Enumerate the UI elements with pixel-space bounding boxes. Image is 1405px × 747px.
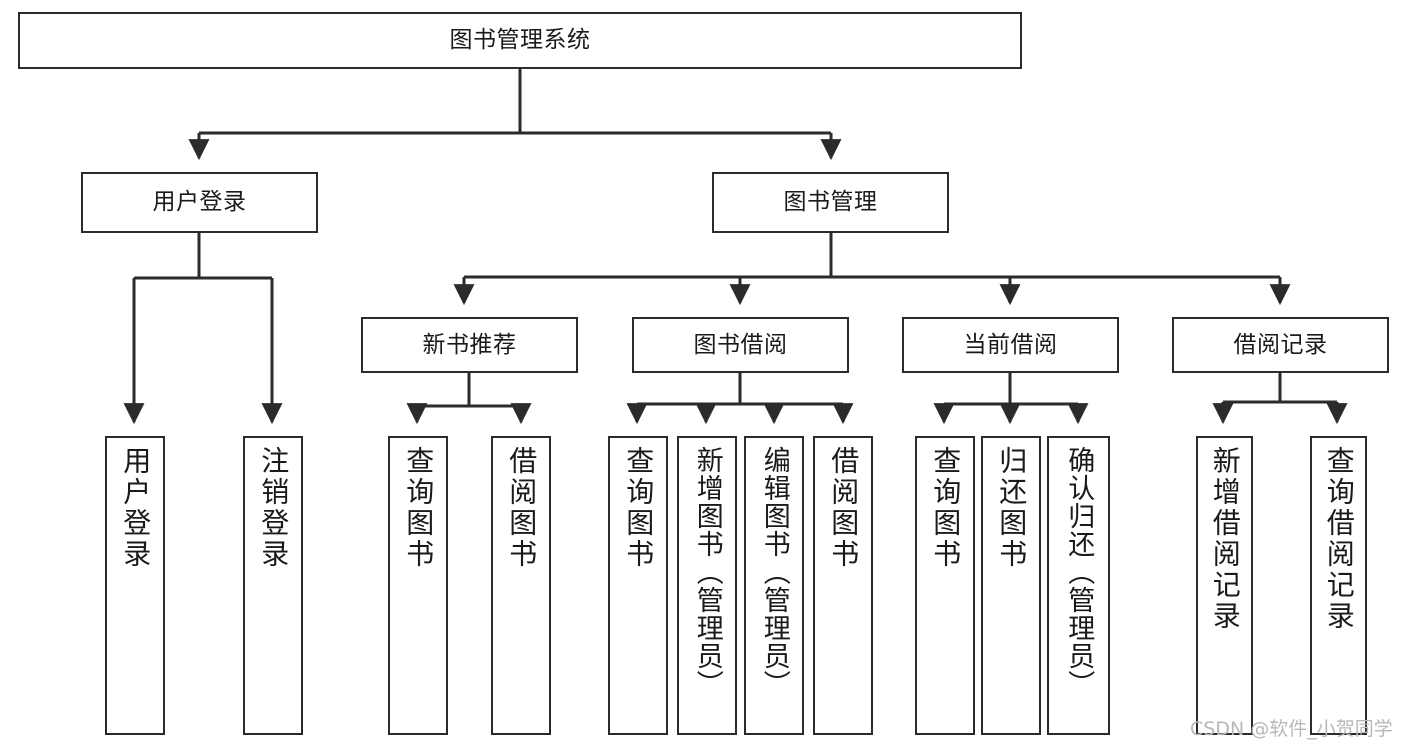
node-leaf-borrow-borrow-book[interactable]: 借阅图书 [813, 436, 873, 735]
node-current-borrow-label: 当前借阅 [963, 331, 1058, 358]
node-leaf-cur-confirm-return[interactable]: 确认归还（管理员） [1047, 436, 1110, 735]
node-book-manage[interactable]: 图书管理 [712, 172, 949, 233]
node-leaf-user-login[interactable]: 用户登录 [105, 436, 165, 735]
node-book-borrow-label: 图书借阅 [693, 331, 788, 358]
node-root[interactable]: 图书管理系统 [18, 12, 1022, 69]
node-borrow-record-label: 借阅记录 [1233, 331, 1328, 358]
node-leaf-borrow-edit-book-label: 编辑图书（管理员） [758, 446, 790, 698]
node-leaf-borrow-query-book-label: 查询图书 [622, 446, 656, 570]
node-user-login[interactable]: 用户登录 [81, 172, 318, 233]
node-leaf-cur-return-book-label: 归还图书 [995, 446, 1029, 570]
csdn-watermark: CSDN @软件_小贺同学 [1190, 718, 1393, 740]
node-leaf-borrow-query-book[interactable]: 查询图书 [608, 436, 668, 735]
node-leaf-rec-query-record-label: 查询借阅记录 [1322, 446, 1356, 632]
node-leaf-borrow-edit-book[interactable]: 编辑图书（管理员） [744, 436, 804, 735]
node-root-label: 图书管理系统 [449, 27, 591, 54]
node-leaf-rec-query-book-label: 查询图书 [402, 446, 436, 570]
node-leaf-rec-query-book[interactable]: 查询图书 [388, 436, 448, 735]
node-leaf-rec-borrow-book-label: 借阅图书 [505, 446, 539, 570]
node-leaf-rec-add-record[interactable]: 新增借阅记录 [1196, 436, 1253, 735]
node-leaf-borrow-add-book-label: 新增图书（管理员） [691, 446, 723, 698]
node-leaf-rec-query-record[interactable]: 查询借阅记录 [1310, 436, 1367, 735]
node-borrow-record[interactable]: 借阅记录 [1172, 317, 1389, 373]
node-book-manage-label: 图书管理 [783, 189, 878, 216]
node-leaf-cur-confirm-return-label: 确认归还（管理员） [1063, 446, 1095, 698]
node-leaf-rec-borrow-book[interactable]: 借阅图书 [491, 436, 551, 735]
node-book-borrow[interactable]: 图书借阅 [632, 317, 849, 373]
node-leaf-cur-query-book[interactable]: 查询图书 [915, 436, 975, 735]
node-leaf-cur-query-book-label: 查询图书 [929, 446, 963, 570]
node-leaf-rec-add-record-label: 新增借阅记录 [1208, 446, 1242, 632]
node-leaf-user-logout[interactable]: 注销登录 [243, 436, 303, 735]
node-new-book-rec[interactable]: 新书推荐 [361, 317, 578, 373]
node-leaf-user-login-label: 用户登录 [119, 446, 153, 570]
node-leaf-borrow-add-book[interactable]: 新增图书（管理员） [677, 436, 737, 735]
node-leaf-cur-return-book[interactable]: 归还图书 [981, 436, 1041, 735]
node-new-book-rec-label: 新书推荐 [422, 331, 517, 358]
node-current-borrow[interactable]: 当前借阅 [902, 317, 1119, 373]
node-leaf-borrow-borrow-book-label: 借阅图书 [827, 446, 861, 570]
node-user-login-label: 用户登录 [152, 189, 247, 216]
node-leaf-user-logout-label: 注销登录 [257, 446, 291, 570]
